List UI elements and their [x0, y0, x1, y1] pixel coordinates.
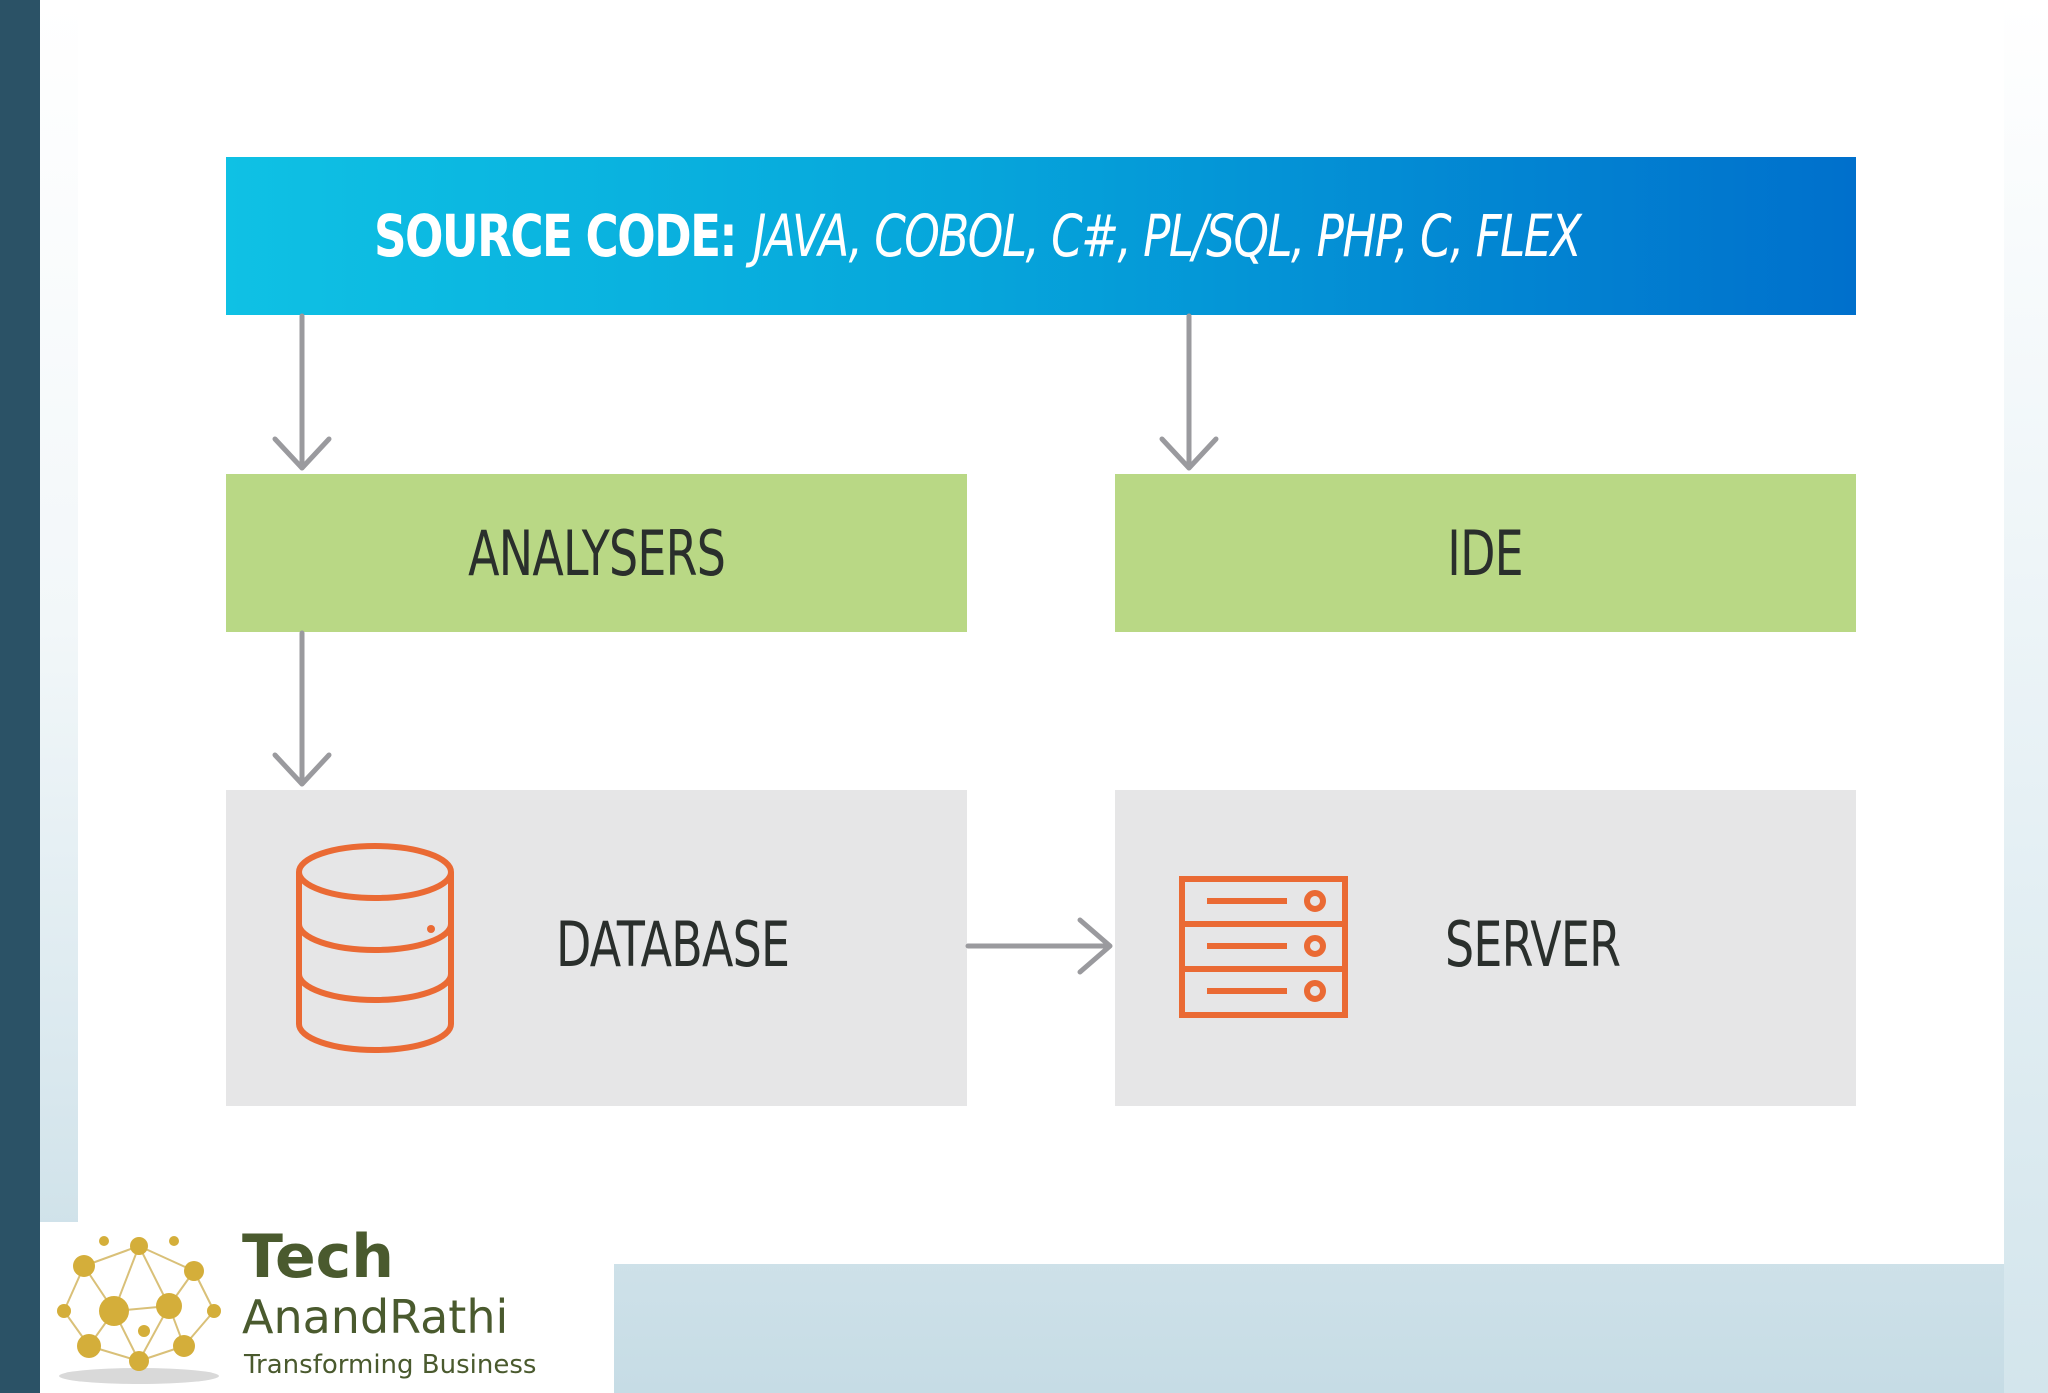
arrow-source-to-ide: [1159, 313, 1219, 471]
source-code-languages: JAVA, COBOL, C#, PL/SQL, PHP, C, FLEX: [753, 202, 1582, 270]
source-code-label: SOURCE CODE:JAVA, COBOL, C#, PL/SQL, PHP…: [374, 202, 1582, 270]
left-accent-bar: [0, 0, 40, 1393]
source-code-title: SOURCE CODE:: [374, 202, 738, 270]
analysers-box: ANALYSERS: [226, 474, 967, 632]
database-box: DATABASE: [226, 790, 967, 1106]
server-label: SERVER: [1445, 908, 1621, 981]
server-box: SERVER: [1115, 790, 1856, 1106]
ide-box: IDE: [1115, 474, 1856, 632]
ide-label: IDE: [1447, 516, 1524, 590]
globe-network-icon: [57, 1236, 221, 1384]
server-icon: [1179, 876, 1348, 1018]
logo-tagline: Transforming Business: [244, 1350, 537, 1380]
arrow-source-to-analysers: [272, 313, 332, 471]
database-label: DATABASE: [556, 908, 790, 981]
analysers-label: ANALYSERS: [467, 516, 726, 590]
company-logo: Tech AnandRathi Transforming Business: [40, 1222, 614, 1393]
source-code-box: SOURCE CODE:JAVA, COBOL, C#, PL/SQL, PHP…: [226, 157, 1856, 315]
arrow-database-to-server: [965, 917, 1113, 975]
arrow-analysers-to-database: [272, 630, 332, 787]
logo-subtitle: AnandRathi: [242, 1290, 509, 1344]
database-icon: [296, 843, 454, 1053]
right-background-strip: [2004, 0, 2048, 1393]
logo-title: Tech: [242, 1222, 394, 1292]
